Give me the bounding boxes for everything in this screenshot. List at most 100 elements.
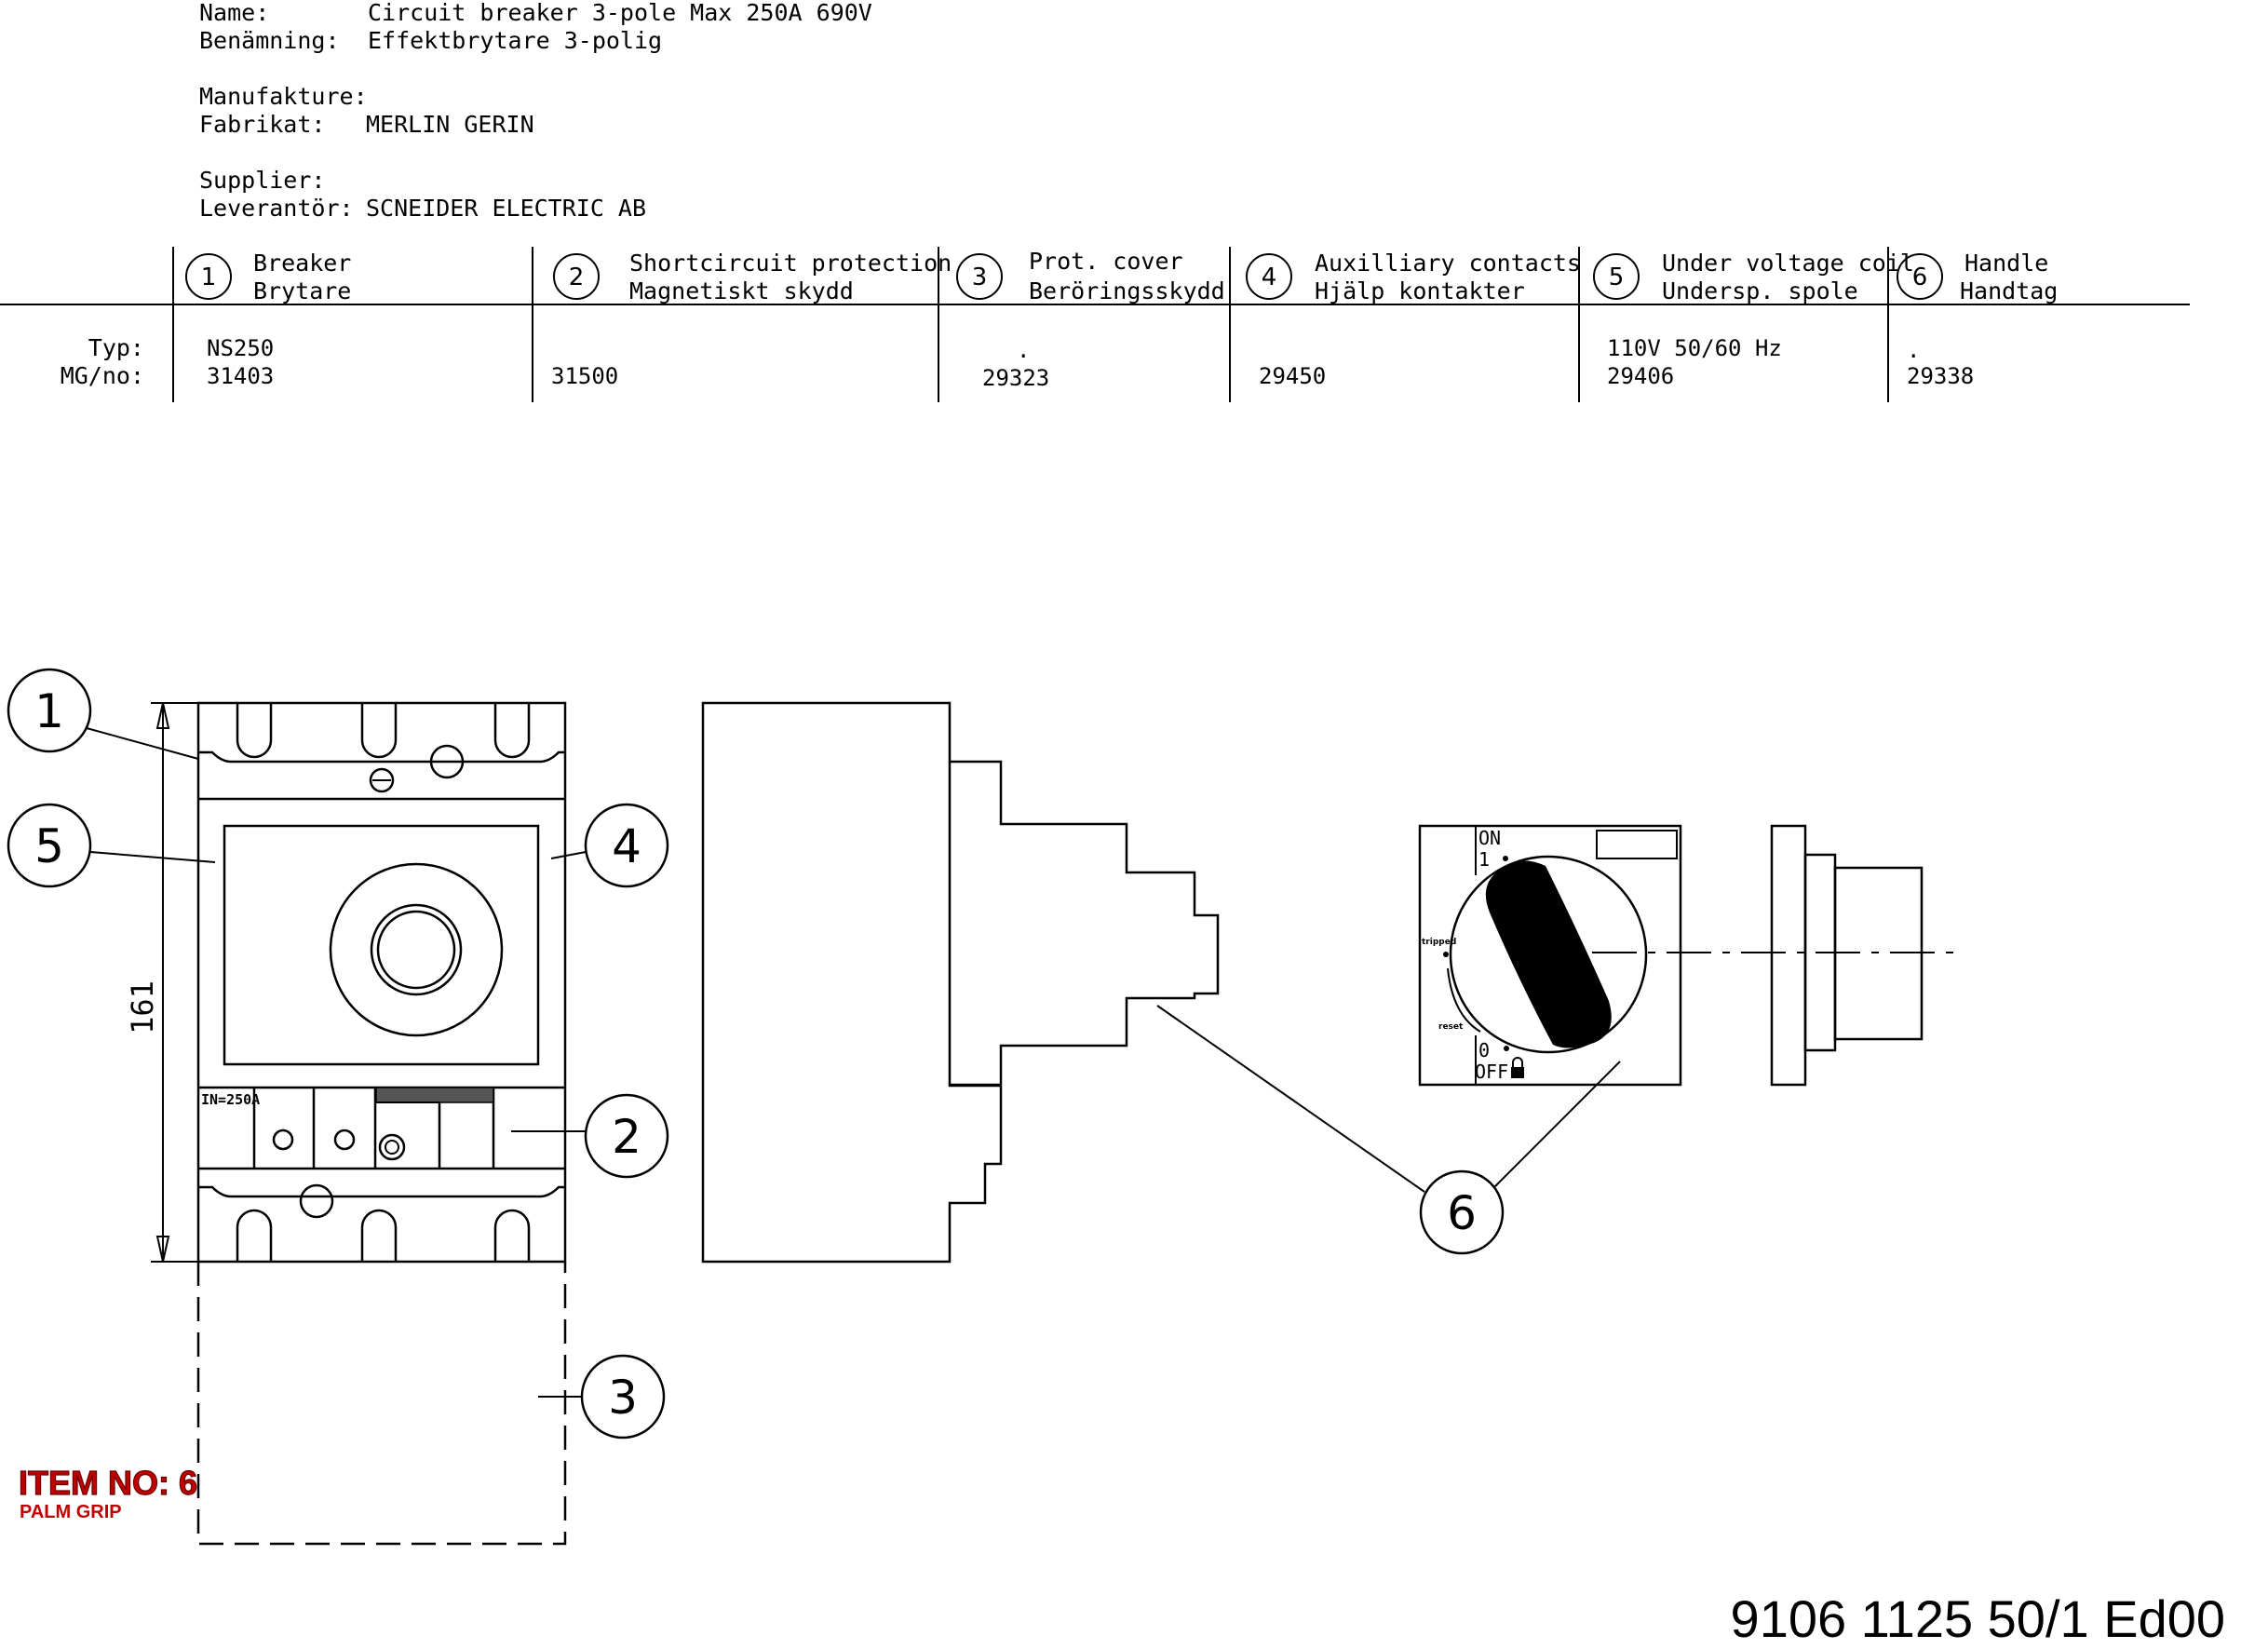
table-column-3: 3 Prot. cover Beröringsskydd . 29323 xyxy=(956,248,1225,391)
adjust-knob xyxy=(272,1129,294,1151)
terminal-slot xyxy=(360,1209,398,1262)
column-title-en: Under voltage coil xyxy=(1662,250,1914,277)
column-mgno: 29406 xyxy=(1607,363,1674,389)
fabrikat-label: Fabrikat: xyxy=(199,111,325,138)
leader-line xyxy=(550,851,587,859)
rotary-handle-front: ON 1 0 OFF tripped reset xyxy=(1418,824,1682,1087)
adjust-screw-inner xyxy=(385,1140,399,1155)
column-number: 3 xyxy=(972,264,988,291)
name-value: Circuit breaker 3-pole Max 250A 690V xyxy=(368,0,872,26)
front-panel xyxy=(223,824,540,1066)
breaker-outline xyxy=(196,701,567,1264)
leader-line xyxy=(89,851,216,863)
callout-number: 3 xyxy=(608,1371,638,1425)
table-column-4: 4 Auxilliary contacts Hjälp kontakter 29… xyxy=(1246,250,1581,389)
column-number-circle xyxy=(1593,253,1640,300)
table-column-2: 2 Shortcircuit protection Magnetiskt sky… xyxy=(551,250,952,389)
column-title-sv: Undersp. spole xyxy=(1662,277,1858,304)
table-column-6: 6 Handle Handtag . 29338 xyxy=(1897,250,2058,389)
supplier-label: Supplier: xyxy=(199,167,325,194)
terminal-slot xyxy=(493,703,531,759)
off-label: OFF xyxy=(1475,1061,1508,1083)
handle-grip xyxy=(1485,860,1612,1048)
screw-hole xyxy=(299,1183,334,1219)
off-number: 0 xyxy=(1478,1039,1490,1061)
column-title-en: Breaker xyxy=(253,250,351,277)
column-title-sv: Magnetiskt skydd xyxy=(629,277,854,304)
lock-icon xyxy=(1511,1067,1524,1078)
top-groove xyxy=(198,750,565,764)
header-block: Name: Circuit breaker 3-pole Max 250A 69… xyxy=(199,0,872,222)
document-number: 9106 1125 50/1 Ed00 xyxy=(1731,1589,2225,1648)
benamning-label: Benämning: xyxy=(199,27,340,54)
column-number: 5 xyxy=(1609,264,1625,291)
terminal-slot xyxy=(236,1209,273,1262)
column-number-circle xyxy=(185,253,232,300)
terminal-slot xyxy=(493,1209,531,1262)
screw-hole xyxy=(429,744,465,779)
column-number: 6 xyxy=(1912,264,1928,291)
handle-side-body xyxy=(1833,866,1924,1041)
column-typ: . xyxy=(1017,337,1030,363)
callout-4: 4 xyxy=(550,803,669,888)
row-label-mgno: MG/no: xyxy=(61,362,144,389)
reset-label: reset xyxy=(1438,1022,1464,1032)
column-number: 2 xyxy=(569,264,585,291)
table-column-5: 5 Under voltage coil Undersp. spole 110V… xyxy=(1593,250,1914,389)
rotary-mount-outer xyxy=(329,862,504,1037)
terminal-slot xyxy=(236,703,273,759)
column-typ: NS250 xyxy=(207,335,274,361)
column-mgno: 31403 xyxy=(207,363,274,389)
breaker-side-view xyxy=(701,701,1220,1264)
leader-line xyxy=(1493,1061,1621,1188)
callout-6: 6 xyxy=(1156,1005,1621,1255)
tripped-dot xyxy=(1443,952,1449,957)
column-number-circle xyxy=(1897,253,1943,300)
column-mgno: 29338 xyxy=(1907,363,1974,389)
dimension-arrow xyxy=(155,702,170,729)
adjust-screw xyxy=(378,1133,406,1161)
rating-label: IN=250A xyxy=(201,1091,260,1108)
column-title-sv: Hjälp kontakter xyxy=(1315,277,1525,304)
column-title-en: Handle xyxy=(1964,250,2048,277)
bottom-groove xyxy=(198,1185,565,1198)
rotary-handle-side xyxy=(1770,824,1924,1087)
label-window xyxy=(1596,830,1678,859)
callout-number: 1 xyxy=(34,684,64,738)
callout-circle xyxy=(7,803,92,888)
column-number-circle xyxy=(956,253,1003,300)
handle-plate xyxy=(1418,824,1682,1087)
dimension-arrow xyxy=(155,1236,170,1263)
adjust-knob xyxy=(333,1129,356,1151)
column-title-sv: Handtag xyxy=(1960,277,2058,304)
name-label: Name: xyxy=(199,0,269,26)
column-title-en: Prot. cover xyxy=(1029,248,1183,275)
column-mgno: 29450 xyxy=(1259,363,1326,389)
on-dot xyxy=(1503,856,1508,861)
column-typ: . xyxy=(1907,337,1920,363)
breaker-front-view: IN=250A xyxy=(196,701,567,1264)
table-column-1: 1 Breaker Brytare NS250 31403 xyxy=(185,250,351,389)
callout-1: 1 xyxy=(7,668,199,760)
callout-circle xyxy=(584,1093,669,1179)
side-profile xyxy=(701,701,1220,1264)
callouts: 1 5 4 2 3 6 xyxy=(7,668,1621,1439)
off-dot xyxy=(1504,1046,1509,1051)
on-number: 1 xyxy=(1478,848,1490,871)
tripped-label: tripped xyxy=(1422,938,1456,947)
column-title-en: Auxilliary contacts xyxy=(1315,250,1581,277)
on-label: ON xyxy=(1478,827,1501,849)
dimension-value: 161 xyxy=(125,980,160,1034)
handle-side-plate xyxy=(1770,824,1807,1087)
item-description: PALM GRIP xyxy=(20,1502,122,1522)
row-label-typ: Typ: xyxy=(88,334,144,361)
leverantor-label: Leverantör: xyxy=(199,195,354,222)
adjust-dial-strip xyxy=(375,1087,494,1103)
protection-cover-outline xyxy=(196,1262,567,1546)
callout-number: 2 xyxy=(612,1110,641,1164)
callout-number: 4 xyxy=(612,819,641,873)
leader-line xyxy=(86,727,199,760)
callout-3: 3 xyxy=(538,1354,666,1439)
